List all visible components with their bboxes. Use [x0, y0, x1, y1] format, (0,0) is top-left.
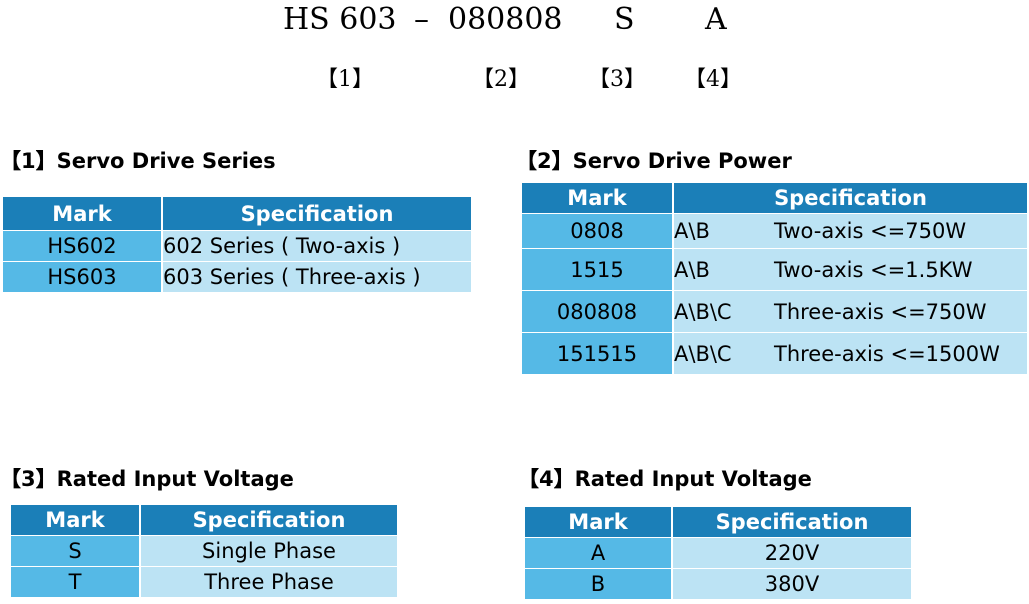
- section-2-title: 【2】Servo Drive Power: [516, 149, 792, 173]
- spec-cell: A\B\C Three-axis <=750W: [674, 291, 1027, 332]
- power-value: Two-axis <=1.5KW: [774, 257, 973, 282]
- spec-cell: 220V: [673, 538, 911, 568]
- header-mark: Mark: [525, 507, 671, 537]
- spec-cell: 380V: [673, 569, 911, 599]
- mark-cell: HS602: [3, 231, 161, 261]
- mark-cell: A: [525, 538, 671, 568]
- spec-cell: 602 Series ( Two-axis ): [163, 231, 471, 261]
- header-mark: Mark: [522, 183, 672, 213]
- mark-cell: 0808: [522, 214, 672, 248]
- model-voltage: A: [705, 2, 727, 37]
- spec-cell: 603 Series ( Three-axis ): [163, 262, 471, 292]
- axes-value: A\B\C: [674, 341, 732, 366]
- index-3: 【3】: [588, 67, 646, 92]
- header-spec: Specification: [673, 507, 911, 537]
- power-value: Three-axis <=750W: [774, 299, 987, 324]
- mark-cell: 151515: [522, 333, 672, 374]
- model-phase: S: [614, 2, 635, 37]
- mark-cell: HS603: [3, 262, 161, 292]
- index-1: 【1】: [316, 67, 374, 92]
- mark-cell: 080808: [522, 291, 672, 332]
- spec-cell: A\B\C Three-axis <=1500W: [674, 333, 1027, 374]
- table-row: HS602 602 Series ( Two-axis ): [3, 231, 471, 261]
- power-table: Mark Specification 0808 A\B Two-axis <=75…: [520, 182, 1029, 375]
- spec-cell: A\B Two-axis <=1.5KW: [674, 249, 1027, 290]
- axes-value: A\B: [674, 257, 710, 282]
- spec-cell: Single Phase: [141, 536, 397, 566]
- header-mark: Mark: [11, 505, 139, 535]
- table-row: 080808 A\B\C Three-axis <=750W: [522, 291, 1027, 332]
- index-2: 【2】: [472, 67, 530, 92]
- mark-cell: S: [11, 536, 139, 566]
- table-row: A 220V: [525, 538, 911, 568]
- table-row: HS603 603 Series ( Three-axis ): [3, 262, 471, 292]
- table-row: B 380V: [525, 569, 911, 599]
- table-row: S Single Phase: [11, 536, 397, 566]
- power-value: Two-axis <=750W: [774, 219, 967, 243]
- model-power: 080808: [448, 2, 563, 37]
- section-1-title: 【1】Servo Drive Series: [0, 149, 276, 173]
- header-spec: Specification: [141, 505, 397, 535]
- table-row: T Three Phase: [11, 567, 397, 597]
- spec-cell: Three Phase: [141, 567, 397, 597]
- header-spec: Specification: [163, 197, 471, 230]
- mark-cell: B: [525, 569, 671, 599]
- spec-cell: A\B Two-axis <=750W: [674, 214, 1027, 248]
- table-row: 0808 A\B Two-axis <=750W: [522, 214, 1027, 248]
- power-value: Three-axis <=1500W: [774, 341, 1000, 366]
- mark-cell: T: [11, 567, 139, 597]
- section-3-title: 【3】Rated Input Voltage: [0, 467, 294, 491]
- series-table: Mark Specification HS602 602 Series ( Tw…: [1, 196, 473, 293]
- axes-value: A\B: [674, 219, 710, 243]
- mark-cell: 1515: [522, 249, 672, 290]
- index-4: 【4】: [684, 67, 742, 92]
- axes-value: A\B\C: [674, 299, 732, 324]
- voltage-table: Mark Specification A 220V B 380V: [523, 506, 913, 600]
- table-row: 1515 A\B Two-axis <=1.5KW: [522, 249, 1027, 290]
- model-dash: –: [414, 2, 429, 37]
- model-series: HS 603: [283, 2, 397, 37]
- header-spec: Specification: [674, 183, 1027, 213]
- header-mark: Mark: [3, 197, 161, 230]
- phase-table: Mark Specification S Single Phase T Thre…: [9, 504, 399, 598]
- table-row: 151515 A\B\C Three-axis <=1500W: [522, 333, 1027, 374]
- section-4-title: 【4】Rated Input Voltage: [518, 467, 812, 491]
